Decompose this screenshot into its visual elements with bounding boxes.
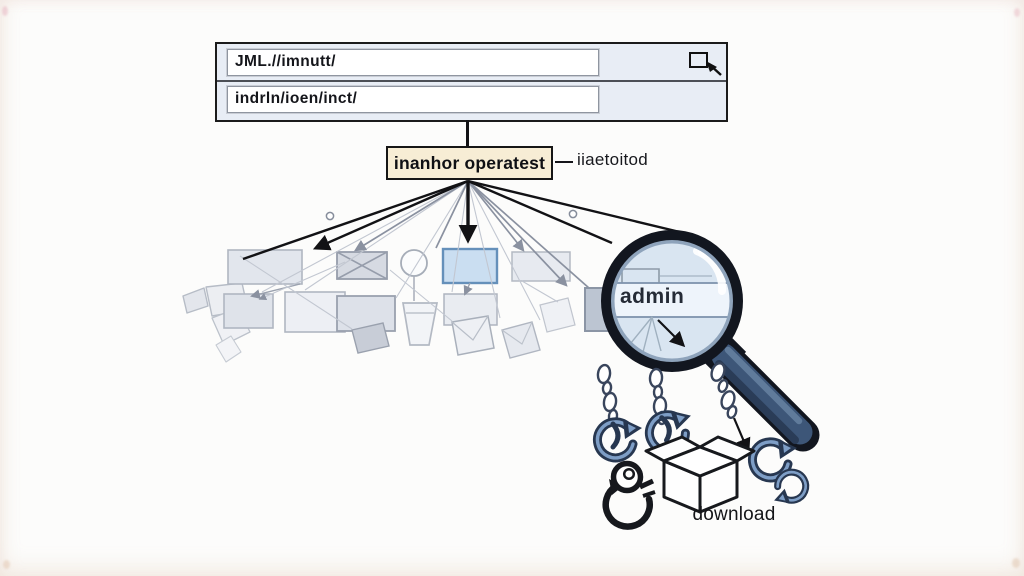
anchor-hook-icon <box>597 419 642 458</box>
tree-node-rect <box>223 293 274 329</box>
panel-to-operator-connector <box>466 120 469 147</box>
tree-node-rect <box>227 249 303 285</box>
browser-panel: JML.//imnutt/ indrln/ioen/inct/ <box>215 42 728 122</box>
chain-arrow <box>732 417 751 454</box>
tree-node-tilted-rect <box>351 322 390 354</box>
chain-icon <box>710 362 738 420</box>
tree-node-envelope <box>501 321 541 359</box>
annotation-dash <box>555 161 573 164</box>
operator-node: inanhor operatest <box>386 146 553 180</box>
tree-node-envelope <box>451 315 495 356</box>
select-region-icon[interactable] <box>689 52 708 68</box>
lens-admin-bar <box>614 282 730 318</box>
url-input-primary[interactable]: JML.//imnutt/ <box>226 48 600 77</box>
tree-connectors <box>239 255 559 330</box>
tree-node-rect <box>336 295 396 332</box>
tree-node-envelope <box>539 297 576 333</box>
cursor-arrow-icon <box>706 61 722 76</box>
panel-divider <box>217 80 726 82</box>
site-tree <box>182 247 576 363</box>
chain-icon <box>596 363 619 424</box>
key-icon <box>602 460 656 530</box>
url-input-secondary[interactable]: indrln/ioen/inct/ <box>226 85 600 114</box>
tree-node-rect <box>511 251 571 282</box>
download-label: download <box>692 504 776 525</box>
lens-admin-label: admin <box>620 285 685 308</box>
tree-node-highlighted <box>441 247 499 285</box>
operator-fan-arrows <box>242 179 685 321</box>
operator-annotation: iiaetoitod <box>577 150 649 169</box>
package-icon <box>644 435 756 514</box>
tree-node-bucket <box>401 302 439 346</box>
magnifier-icon <box>601 230 743 372</box>
tree-node-rect <box>284 291 346 333</box>
tree-node-crossed-rect <box>336 251 388 280</box>
